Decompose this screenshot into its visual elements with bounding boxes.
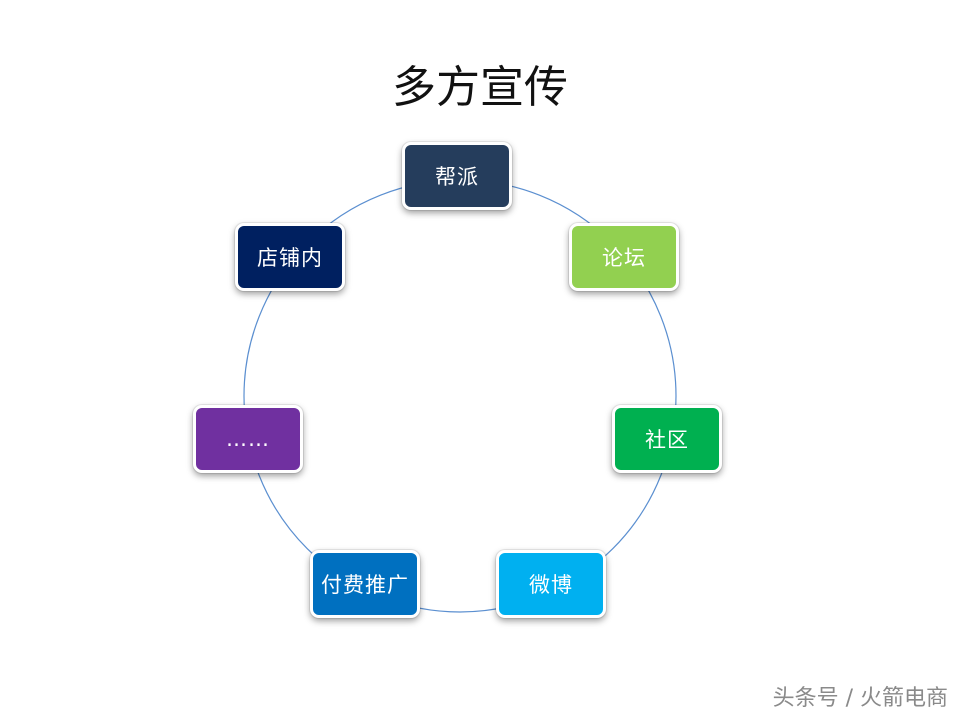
node-paid-promotion: 付费推广 <box>310 550 420 618</box>
node-label: 店铺内 <box>257 246 323 270</box>
node-weibo: 微博 <box>496 550 606 618</box>
node-label: 付费推广 <box>321 573 409 597</box>
watermark-text: 头条号 / 火箭电商 <box>772 686 948 711</box>
node-label: 论坛 <box>602 246 646 270</box>
node-label: 帮派 <box>435 165 479 189</box>
node-in-store: 店铺内 <box>235 223 345 291</box>
node-label: …… <box>226 427 270 451</box>
node-bangpai: 帮派 <box>402 142 512 210</box>
node-luntan: 论坛 <box>569 223 679 291</box>
node-more: …… <box>193 405 303 473</box>
diagram-title: 多方宣传 <box>392 62 568 113</box>
node-label: 社区 <box>645 428 689 452</box>
node-label: 微博 <box>529 573 573 597</box>
node-shequ: 社区 <box>612 405 722 473</box>
